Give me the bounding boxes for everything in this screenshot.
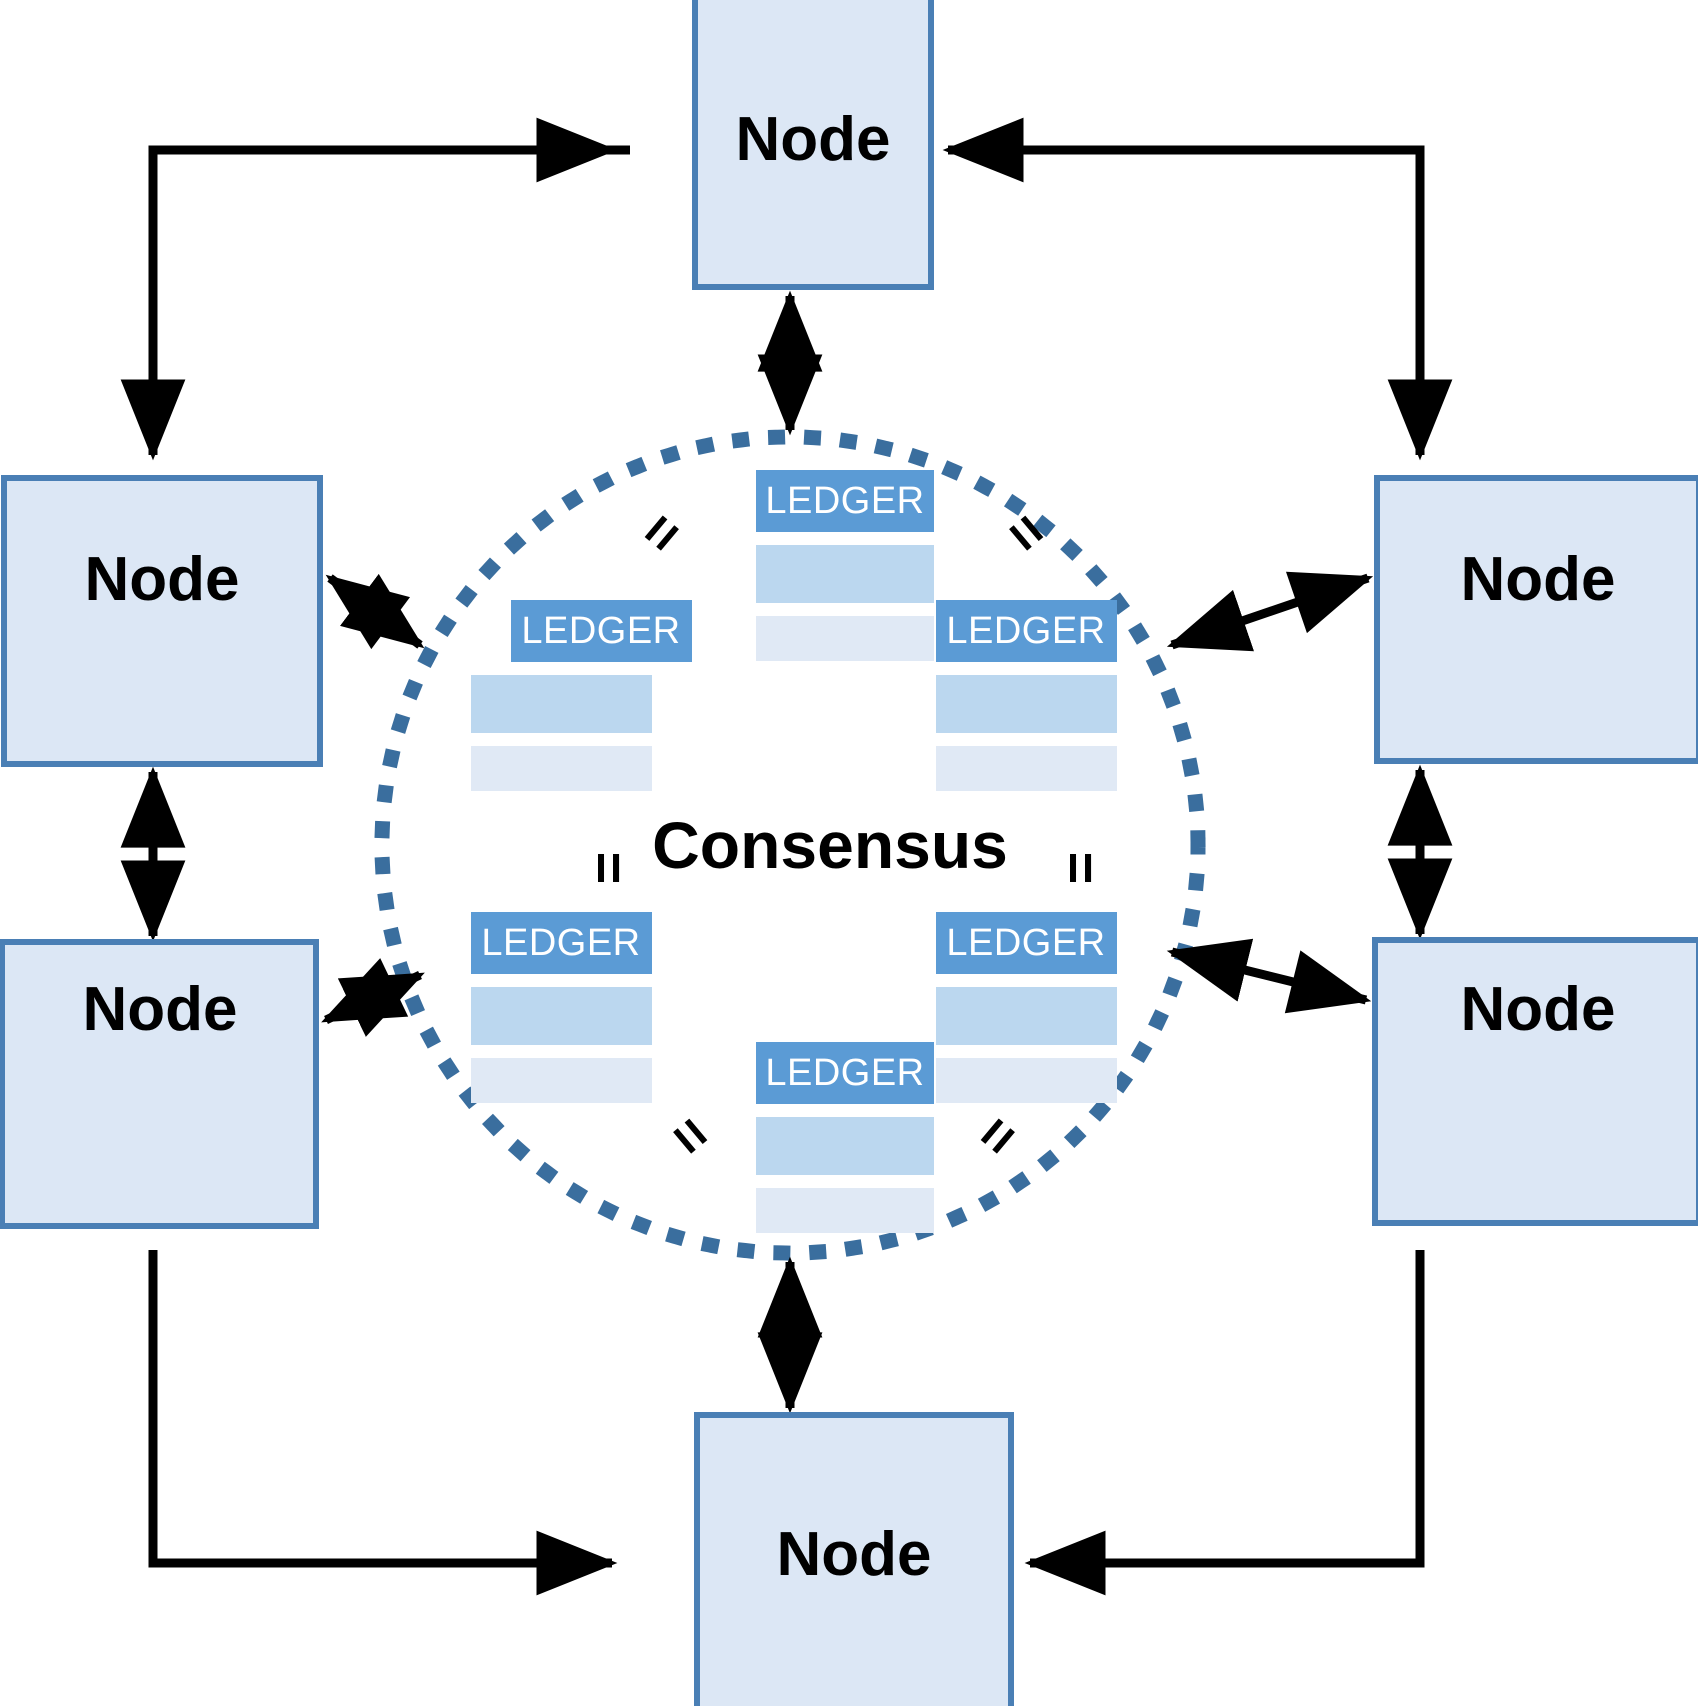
node-top-label: Node: [736, 105, 891, 174]
node-right-lower[interactable]: Node: [1372, 937, 1698, 1226]
ledger-top-label: LEDGER: [765, 480, 924, 522]
node-left-upper[interactable]: Node: [1, 475, 323, 767]
ledger-left-lower[interactable]: LEDGER: [471, 912, 652, 1103]
node-bottom-rect[interactable]: [694, 1412, 1014, 1706]
node-top-rect[interactable]: [692, 0, 934, 290]
ledger-bottom-row-1: [756, 1117, 934, 1175]
node-left-lower-label: Node: [83, 975, 238, 1044]
arrow-left-lower-to-bottom: [148, 1250, 618, 1596]
ledger-left-upper-row-1: [471, 675, 652, 733]
ledger-right-upper-header: [936, 600, 1117, 662]
ledger-right-upper-row-1: [936, 675, 1117, 733]
node-right-upper[interactable]: Node: [1374, 475, 1698, 764]
ledger-top[interactable]: LEDGER: [756, 470, 934, 661]
ledger-bottom-row-2: [756, 1188, 934, 1233]
equals-middle-left-icon: =: [578, 852, 641, 885]
equals-top-right-icon: =: [992, 500, 1061, 566]
ledger-right-lower-row-2: [936, 1058, 1117, 1103]
ledger-left-upper-row-2: [471, 746, 652, 791]
node-left-upper-label: Node: [85, 545, 240, 614]
ledger-left-upper-label: LEDGER: [521, 610, 680, 652]
equals-bottom-right-icon: =: [962, 1103, 1031, 1169]
ledger-left-lower-row-2: [471, 1058, 652, 1103]
arrow-center-to-node-right-upper: [1166, 571, 1374, 652]
ledger-right-upper[interactable]: LEDGER: [936, 600, 1117, 791]
arrow-right-lower-to-bottom: [1024, 1250, 1425, 1596]
ledger-top-row-2: [756, 616, 934, 661]
arrow-right-upper-from-top: [1000, 145, 1453, 461]
consensus-label: Consensus: [652, 808, 1008, 882]
node-right-upper-label: Node: [1461, 545, 1616, 614]
ledger-top-row-1: [756, 545, 934, 603]
ledger-right-lower-label: LEDGER: [946, 922, 1105, 964]
ledger-left-upper-header: [511, 600, 692, 662]
ledger-right-upper-row-2: [936, 746, 1117, 791]
equals-bottom-left-icon: =: [656, 1103, 725, 1169]
ledger-right-lower[interactable]: LEDGER: [936, 912, 1117, 1103]
node-right-lower-rect[interactable]: [1372, 937, 1698, 1226]
ledger-bottom-header: [756, 1042, 934, 1104]
consensus-circle: [374, 429, 1206, 1261]
node-right-upper-rect[interactable]: [1374, 475, 1698, 764]
ledger-top-header: [756, 470, 934, 532]
arrow-center-to-node-left-upper: [325, 573, 425, 650]
ledger-right-upper-label: LEDGER: [946, 610, 1105, 652]
node-bottom[interactable]: Node: [694, 1412, 1014, 1706]
node-right-lower-label: Node: [1461, 975, 1616, 1044]
arrow-left-upper-from-top: [120, 145, 630, 461]
node-left-upper-rect[interactable]: [1, 475, 323, 767]
ledger-left-upper[interactable]: LEDGER: [471, 600, 692, 791]
equals-middle-right-icon: =: [1050, 852, 1113, 885]
ledger-left-lower-row-1: [471, 987, 652, 1045]
ledger-bottom[interactable]: LEDGER: [756, 1042, 934, 1233]
node-bottom-label: Node: [777, 1520, 932, 1589]
ledger-right-lower-row-1: [936, 987, 1117, 1045]
node-left-lower[interactable]: Node: [0, 939, 319, 1229]
ledger-right-lower-header: [936, 912, 1117, 974]
ledger-bottom-label: LEDGER: [765, 1052, 924, 1094]
outer-ring-connectors: [120, 117, 1453, 1596]
equals-top-left-icon: =: [626, 500, 695, 566]
center-connectors: [321, 290, 1374, 1414]
ledger-cards: LEDGER LEDGER LEDGER LEDGER: [471, 470, 1117, 1233]
ledger-left-lower-header: [471, 912, 652, 974]
ledger-left-lower-label: LEDGER: [481, 922, 640, 964]
node-left-lower-rect[interactable]: [0, 939, 319, 1229]
node-top[interactable]: Node: [692, 0, 934, 290]
arrow-center-to-node-right-lower: [1166, 938, 1372, 1014]
arrow-center-to-node-left-lower: [321, 958, 425, 1037]
